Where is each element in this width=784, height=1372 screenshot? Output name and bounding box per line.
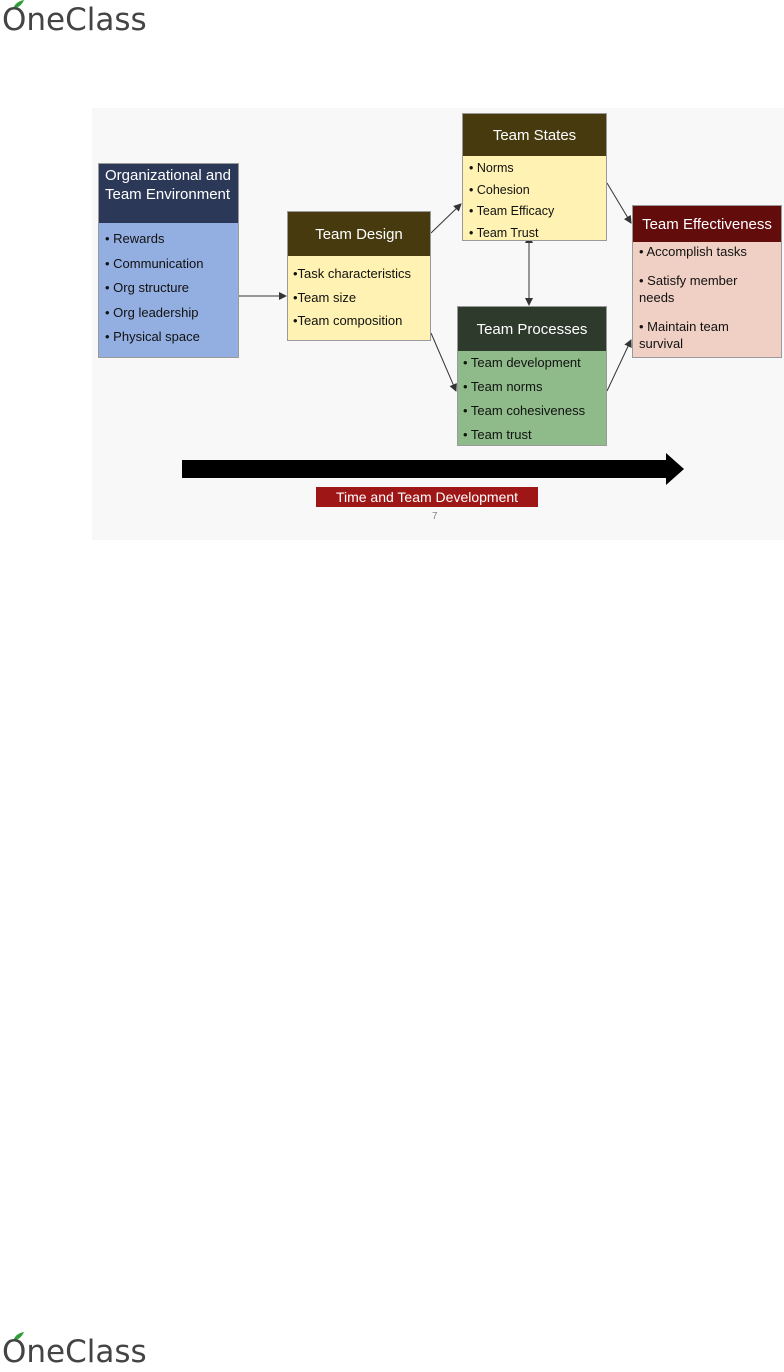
team-states-title: Team States (463, 114, 606, 156)
list-item: • Rewards (105, 231, 165, 246)
leaf-icon (13, 1332, 24, 1341)
org-environment-box: Organizational and Team Environment • Re… (98, 163, 239, 358)
list-item: •Task characteristics (293, 266, 411, 281)
team-effectiveness-list: • Accomplish tasks • Satisfy member need… (633, 242, 781, 353)
time-arrow (182, 453, 684, 485)
team-design-list: •Task characteristics •Team size •Team c… (288, 256, 430, 345)
time-development-label: Time and Team Development (316, 487, 538, 507)
list-item: • Satisfy member needs (639, 273, 738, 305)
org-environment-title: Organizational and Team Environment (99, 164, 238, 223)
team-processes-box: Team Processes • Team development • Team… (457, 306, 607, 446)
logo-text: OneClass (2, 2, 147, 38)
list-item: • Maintain team survival (639, 319, 729, 351)
connector-arrows (182, 182, 684, 485)
diagram-slide: Organizational and Team Environment • Re… (92, 108, 784, 540)
list-item: • Team trust (463, 427, 532, 442)
arrow-design-to-states (430, 203, 462, 234)
list-item: • Team cohesiveness (463, 403, 586, 418)
team-states-box: Team States • Norms • Cohesion • Team Ef… (462, 113, 607, 241)
list-item: •Team size (293, 289, 357, 305)
team-processes-title: Team Processes (458, 307, 606, 351)
list-item: • Team norms (463, 379, 543, 394)
slide-page-number: 7 (432, 511, 438, 522)
list-item: • Team Trust (469, 225, 539, 240)
team-effectiveness-title: Team Effectiveness (633, 206, 781, 242)
arrow-design-to-processes (430, 332, 457, 392)
logo-text: OneClass (2, 1334, 147, 1370)
list-item: • Physical space (105, 329, 200, 344)
list-item: • Team Efficacy (469, 204, 555, 218)
list-item: • Cohesion (469, 182, 530, 197)
leaf-icon (13, 0, 24, 9)
list-item: • Team development (463, 355, 581, 370)
list-item: •Team composition (293, 313, 403, 328)
list-item: • Org structure (105, 280, 190, 295)
list-item: • Org leadership (105, 304, 199, 320)
oneclass-logo-top: OneClass (2, 0, 162, 40)
team-effectiveness-box: Team Effectiveness • Accomplish tasks • … (632, 205, 782, 358)
team-design-title: Team Design (288, 212, 430, 256)
team-design-box: Team Design •Task characteristics •Team … (287, 211, 431, 341)
team-states-list: • Norms • Cohesion • Team Efficacy • Tea… (463, 156, 606, 248)
arrow-states-to-effectiveness (606, 182, 632, 224)
arrow-processes-to-effectiveness (606, 339, 632, 392)
team-processes-list: • Team development • Team norms • Team c… (458, 351, 606, 453)
list-item: • Communication (105, 255, 204, 271)
list-item: • Norms (469, 161, 514, 175)
org-environment-list: • Rewards • Communication • Org structur… (99, 223, 238, 360)
list-item: • Accomplish tasks (639, 244, 747, 259)
oneclass-logo-bottom: OneClass (2, 1332, 162, 1372)
